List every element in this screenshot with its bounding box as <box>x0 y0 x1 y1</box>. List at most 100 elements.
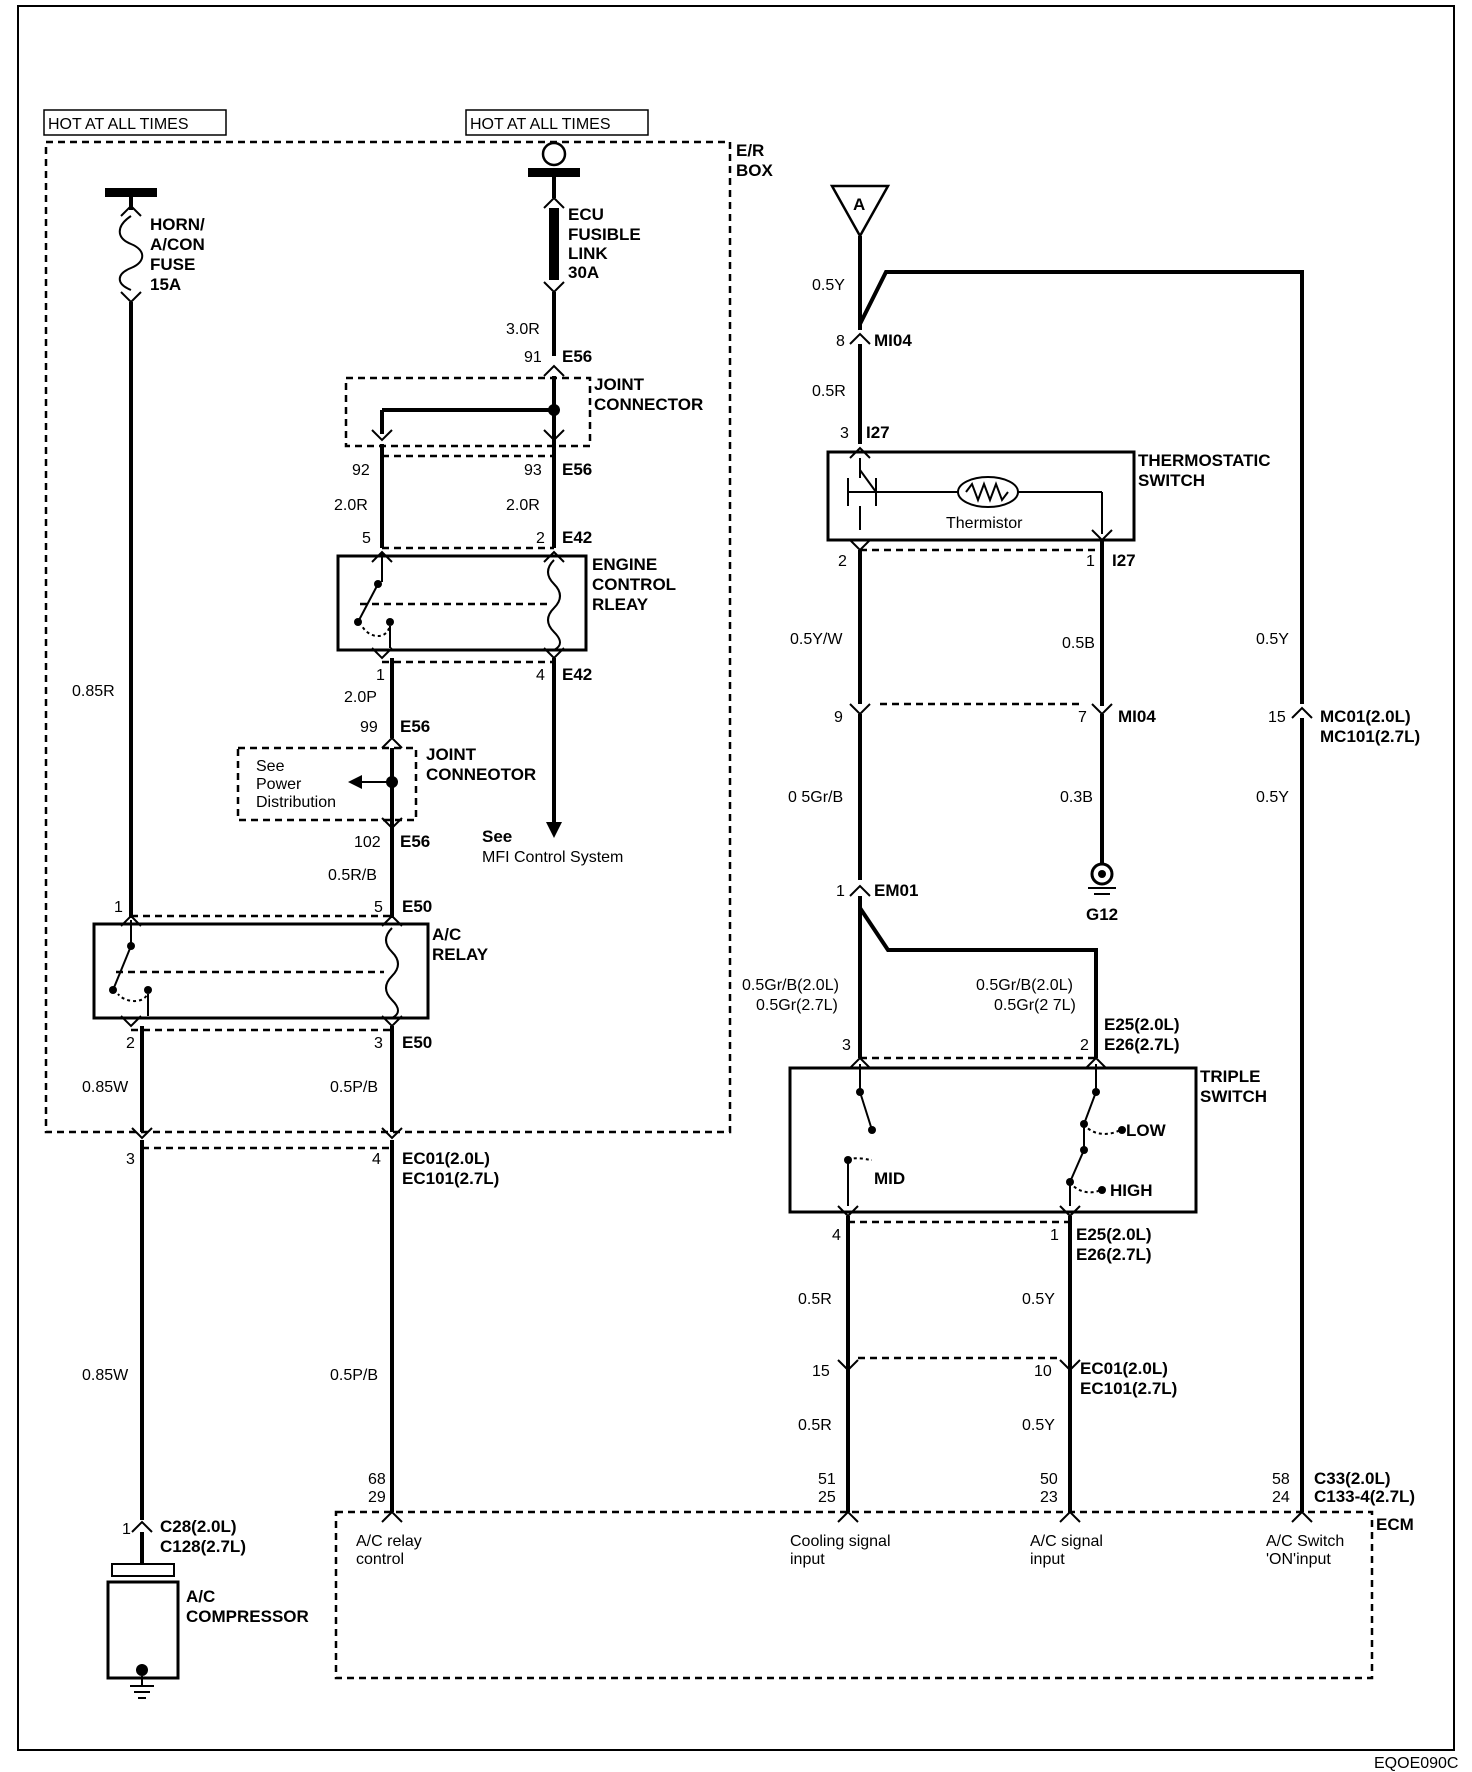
diagram-label: A/C signal <box>1030 1533 1103 1550</box>
diagram-label: RELAY <box>432 945 489 964</box>
joint-connector-lower <box>236 746 418 830</box>
diagram-label: BOX <box>736 161 774 180</box>
diagram-label: 15 <box>812 1363 830 1380</box>
diagram-label: A <box>853 195 865 214</box>
diagram-label: E50 <box>402 897 432 916</box>
ground-g12 <box>1088 862 1116 895</box>
diagram-label: 15 <box>1268 709 1286 726</box>
diagram-label: FUSE <box>150 255 195 274</box>
diagram-label: LINK <box>568 244 608 263</box>
thermostatic-switch <box>826 446 1136 552</box>
diagram-label: 2 <box>838 553 847 570</box>
diagram-label: 102 <box>354 834 381 851</box>
diagram-label: A/CON <box>150 235 205 254</box>
diagram-label: 2.0R <box>334 497 368 514</box>
diagram-label: 4 <box>372 1151 381 1168</box>
diagram-label: JOINT <box>426 745 477 764</box>
diagram-label: 1 <box>1086 553 1095 570</box>
diagram-label: MFI Control System <box>482 849 623 866</box>
diagram-label: 2 <box>126 1035 135 1052</box>
diagram-label: 25 <box>818 1489 836 1506</box>
diagram-label: 0.85R <box>72 683 115 700</box>
diagram-label: 1 <box>1050 1227 1059 1244</box>
ac-relay <box>92 914 430 1032</box>
diagram-label: E56 <box>562 347 592 366</box>
diagram-label: 0.5Gr(2 7L) <box>994 997 1076 1014</box>
diagram-label: C33(2.0L) <box>1314 1469 1391 1488</box>
diagram-label: 24 <box>1272 1489 1290 1506</box>
hot-label-left: HOT AT ALL TIMES <box>43 109 227 136</box>
page-frame <box>17 5 1455 1751</box>
diagram-label: HIGH <box>1110 1181 1153 1200</box>
diagram-label: 0.5R <box>798 1291 832 1308</box>
diagram-label: 3 <box>374 1035 383 1052</box>
diagram-label: LOW <box>1126 1121 1167 1140</box>
hot-label-right: HOT AT ALL TIMES <box>465 109 649 136</box>
diagram-label: ECU <box>568 205 604 224</box>
diagram-label: 2 <box>536 530 545 547</box>
diagram-label: COMPRESSOR <box>186 1607 309 1626</box>
horn-acon-fuse <box>105 188 157 918</box>
diagram-label: E56 <box>562 460 592 479</box>
diagram-label: 2.0P <box>344 689 377 706</box>
diagram-label: Cooling signal <box>790 1533 891 1550</box>
diagram-label: EC101(2.7L) <box>402 1169 499 1188</box>
diagram-label: I27 <box>866 423 890 442</box>
diagram-label: E25(2.0L) <box>1076 1225 1152 1244</box>
diagram-label: MI04 <box>874 331 912 350</box>
diagram-label: 0.5Y/W <box>790 631 843 648</box>
diagram-label: 0.5Gr/B(2.0L) <box>976 977 1073 994</box>
diagram-label: 29 <box>368 1489 386 1506</box>
ecu-fusible-link <box>528 141 580 356</box>
diagram-label: 0.5P/B <box>330 1367 378 1384</box>
diagram-label: input <box>790 1551 825 1568</box>
triple-switch <box>788 1056 1198 1224</box>
diagram-label: 4 <box>832 1227 841 1244</box>
diagram-label: CONNECTOR <box>594 395 703 414</box>
diagram-label: 7 <box>1078 709 1087 726</box>
diagram-label: E56 <box>400 717 430 736</box>
diagram-label: 2.0R <box>506 497 540 514</box>
diagram-label: 3 <box>126 1151 135 1168</box>
diagram-label: 0.5Y <box>1022 1291 1055 1308</box>
ecm-box <box>334 1510 1374 1680</box>
diagram-label: 0.3B <box>1060 789 1093 806</box>
diagram-label: 0.5R <box>798 1417 832 1434</box>
joint-connector-top <box>344 376 592 466</box>
diagram-label: 5 <box>362 530 371 547</box>
diagram-label: 51 <box>818 1471 836 1488</box>
diagram-label: 1 <box>114 899 123 916</box>
diagram-label: C28(2.0L) <box>160 1517 237 1536</box>
er-box-boundary <box>44 140 732 1134</box>
diagram-label: CONNEOTOR <box>426 765 536 784</box>
diagram-label: C128(2.7L) <box>160 1537 246 1556</box>
diagram-label: 0.5Gr/B(2.0L) <box>742 977 839 994</box>
diagram-label: FUSIBLE <box>568 225 641 244</box>
diagram-label: E26(2.7L) <box>1076 1245 1152 1264</box>
diagram-label: CONTROL <box>592 575 676 594</box>
diagram-label: E42 <box>562 665 592 684</box>
diagram-label: E50 <box>402 1033 432 1052</box>
diagram-label: 23 <box>1040 1489 1058 1506</box>
diagram-label: 0.5Y <box>1022 1417 1055 1434</box>
diagram-label: A/C <box>432 925 461 944</box>
diagram-label: A/C <box>186 1587 215 1606</box>
diagram-label: Power <box>256 776 302 793</box>
diagram-label: SWITCH <box>1200 1087 1267 1106</box>
diagram-label: 1 <box>122 1521 131 1538</box>
diagram-label: HOT AT ALL TIMES <box>470 116 611 133</box>
diagram-label: 4 <box>536 667 545 684</box>
diagram-label: 10 <box>1034 1363 1052 1380</box>
diagram-label: 50 <box>1040 1471 1058 1488</box>
diagram-label: RLEAY <box>592 595 649 614</box>
diagram-label: 0.5Gr(2.7L) <box>756 997 838 1014</box>
diagram-label: 0.5Y <box>812 277 845 294</box>
diagram-label: ECM <box>1376 1515 1414 1534</box>
diagram-label: 0.85W <box>82 1079 129 1096</box>
diagram-label: input <box>1030 1551 1065 1568</box>
diagram-label: MC01(2.0L) <box>1320 707 1411 726</box>
diagram-label: THERMOSTATIC <box>1138 451 1271 470</box>
diagram-label: 68 <box>368 1471 386 1488</box>
engine-control-relay <box>336 546 588 664</box>
diagram-label: 58 <box>1272 1471 1290 1488</box>
